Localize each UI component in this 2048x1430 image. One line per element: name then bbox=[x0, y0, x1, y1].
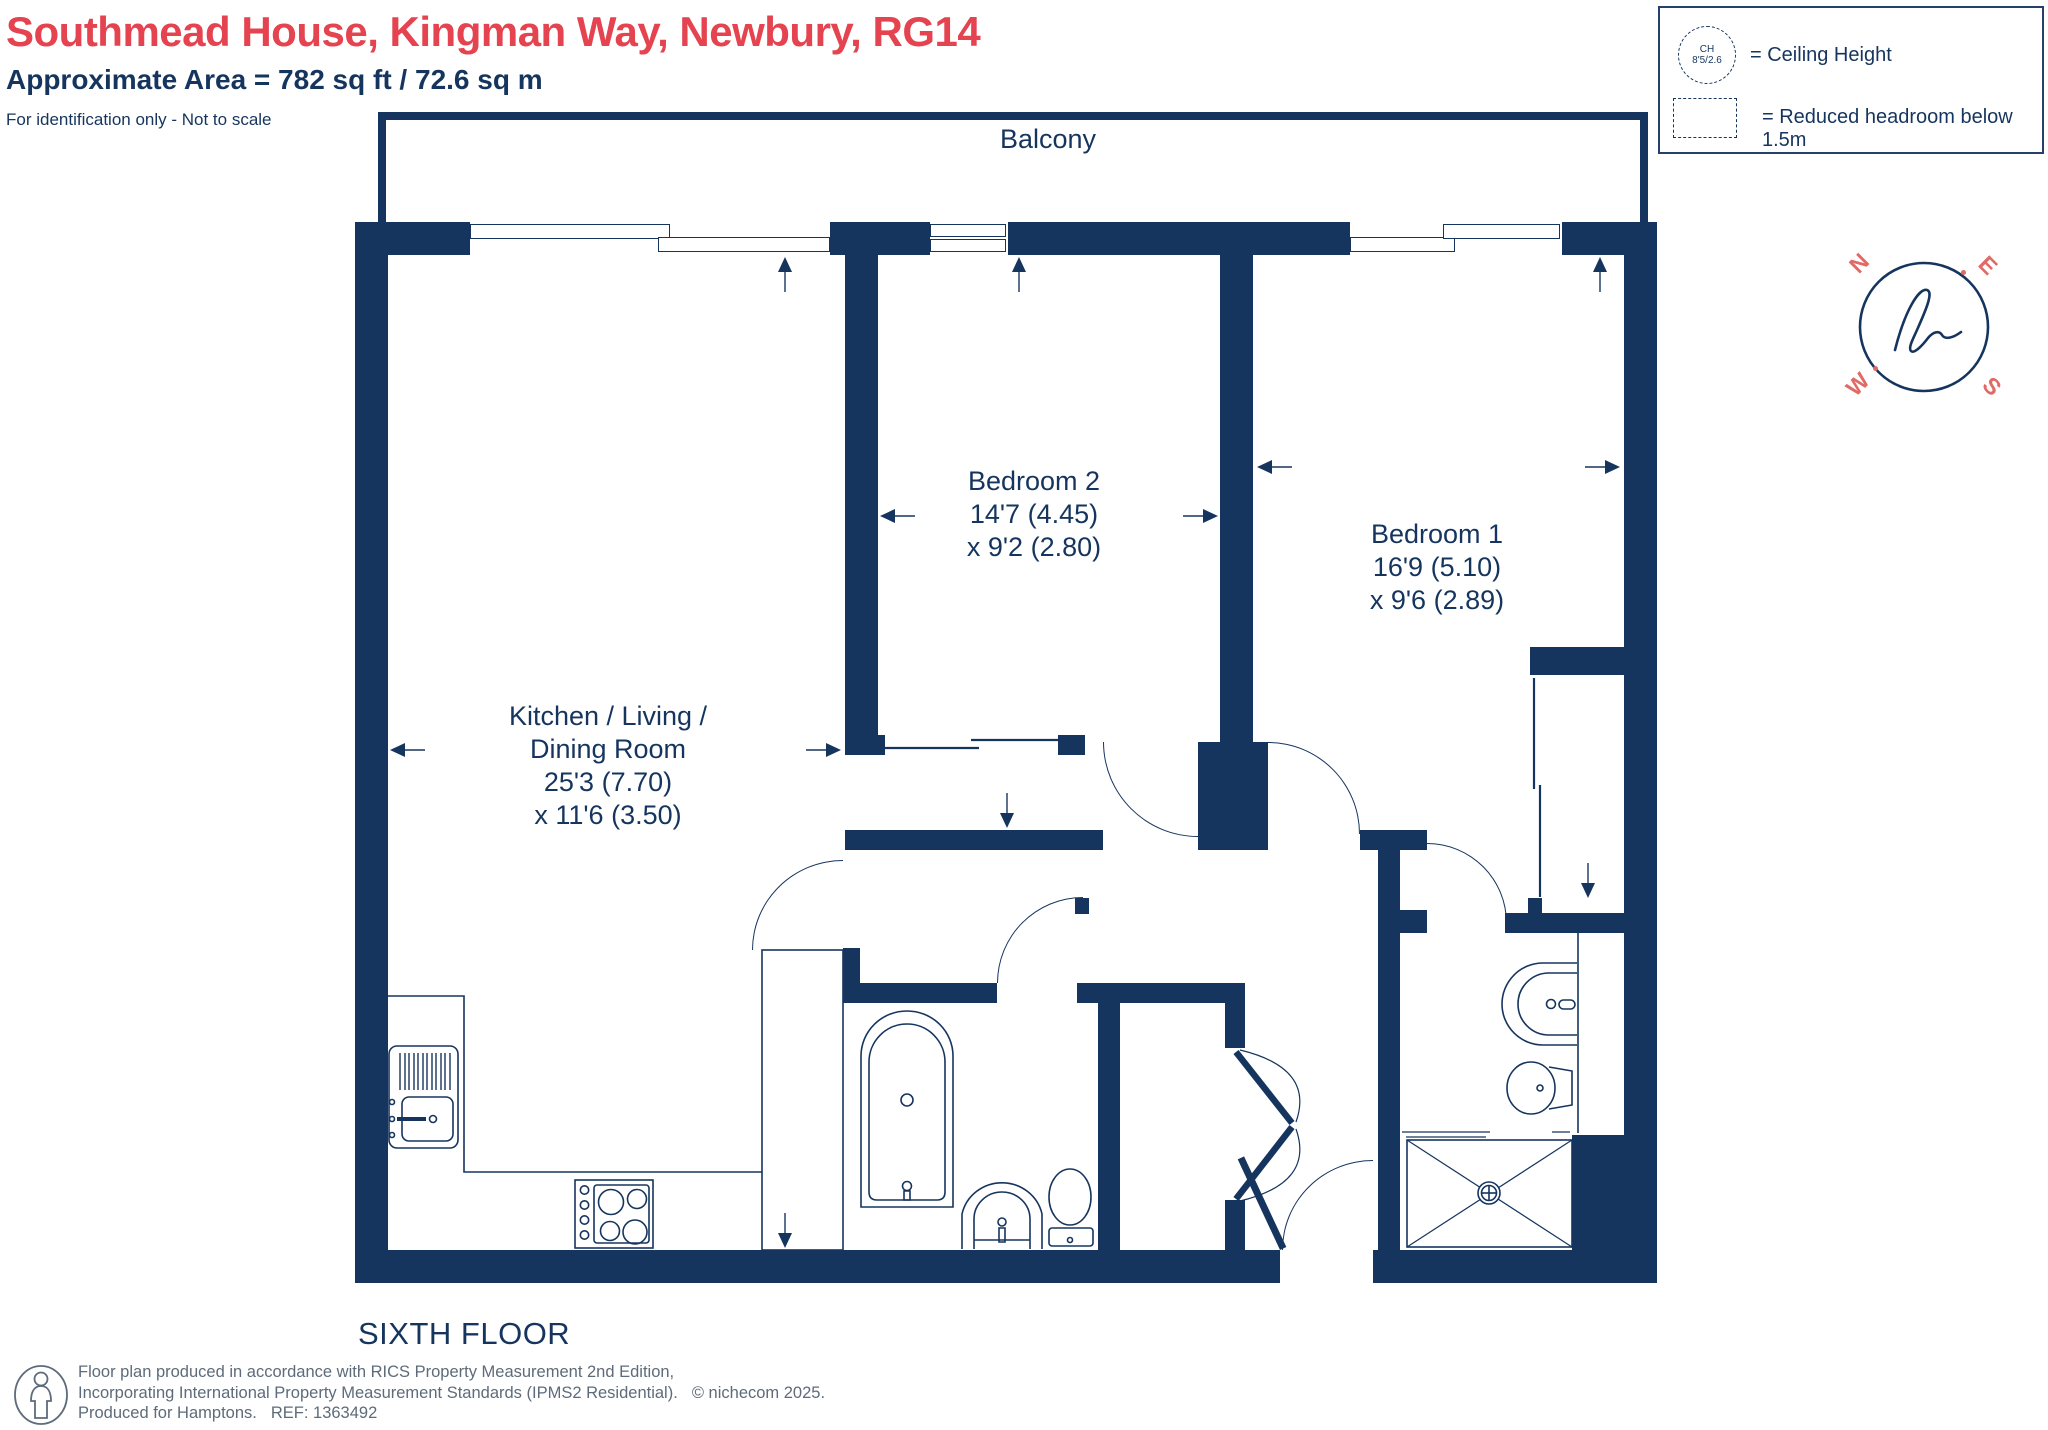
compass-dot bbox=[1961, 270, 1966, 275]
wall-segment bbox=[1225, 1200, 1245, 1250]
copyright-text: © nichecom 2025. bbox=[691, 1383, 826, 1402]
window bbox=[930, 239, 1006, 252]
wall-segment bbox=[1225, 1003, 1245, 1048]
wall-segment bbox=[1360, 830, 1427, 850]
ceiling-height-label: = Ceiling Height bbox=[1750, 44, 1892, 66]
bifold-doors-icon bbox=[1233, 1049, 1301, 1202]
floor-label: SIXTH FLOOR bbox=[358, 1316, 571, 1351]
wall-segment bbox=[843, 983, 997, 1003]
wall-segment bbox=[1098, 1003, 1120, 1250]
reduced-headroom-icon bbox=[1673, 98, 1737, 138]
wall-segment bbox=[1220, 255, 1253, 742]
wall-segment bbox=[845, 830, 1103, 850]
wall-segment bbox=[1378, 933, 1400, 1250]
compass-dot bbox=[1873, 366, 1878, 371]
wall-segment bbox=[1400, 910, 1427, 933]
hamptons-logo bbox=[1893, 288, 1963, 353]
window bbox=[658, 237, 830, 252]
kitchen-counter-outline bbox=[388, 949, 844, 1251]
wall-segment bbox=[1077, 983, 1120, 1003]
wall-segment bbox=[1572, 1135, 1624, 1250]
wall-opening bbox=[1280, 1250, 1373, 1283]
ensuite-sink-icon bbox=[1501, 962, 1577, 1046]
footer-line2-text: Incorporating International Property Mea… bbox=[78, 1383, 678, 1402]
legend-box: CH 8'5/2.6 = Ceiling Height = Reduced he… bbox=[1658, 6, 2044, 154]
wall-segment bbox=[1528, 898, 1542, 913]
balcony-label: Balcony bbox=[999, 124, 1097, 154]
reduced-headroom-label: = Reduced headroom below 1.5m bbox=[1762, 106, 2013, 151]
wall-segment bbox=[845, 255, 878, 742]
ceiling-height-symbol-line1: CH bbox=[1699, 44, 1715, 55]
compass-circle bbox=[1858, 261, 1990, 393]
window bbox=[1443, 224, 1560, 239]
ensuite-toilet-icon bbox=[1506, 1061, 1573, 1115]
footer-line1: Floor plan produced in accordance with R… bbox=[78, 1363, 675, 1381]
ceiling-height-icon: CH 8'5/2.6 bbox=[1678, 26, 1736, 84]
wall-segment bbox=[355, 222, 388, 1283]
window bbox=[1350, 237, 1455, 252]
wall-segment bbox=[1505, 913, 1624, 933]
wall-segment bbox=[843, 948, 860, 985]
wardrobe-sliding-doors bbox=[884, 738, 1060, 750]
kitchen-sink-icon bbox=[388, 1045, 459, 1149]
page-title: Southmead House, Kingman Way, Newbury, R… bbox=[6, 8, 981, 55]
wardrobe-sliding-doors bbox=[1532, 678, 1542, 897]
footer-line3: Produced for Hamptons. REF: 1363492 bbox=[78, 1403, 825, 1424]
approximate-area: Approximate Area = 782 sq ft / 72.6 sq m bbox=[6, 64, 543, 95]
bathroom-sink-icon bbox=[961, 1182, 1043, 1249]
produced-for-text: Produced for Hamptons. bbox=[78, 1404, 257, 1422]
bathroom-toilet-icon bbox=[1048, 1168, 1094, 1247]
shower-icon bbox=[1402, 1131, 1573, 1248]
wall-segment bbox=[1120, 983, 1245, 1003]
disclaimer-text: For identification only - Not to scale bbox=[6, 110, 272, 129]
wall-segment bbox=[1198, 742, 1268, 850]
person-icon bbox=[14, 1365, 68, 1425]
wall-segment bbox=[1530, 647, 1624, 675]
balcony-outline bbox=[378, 112, 1648, 222]
window bbox=[470, 224, 670, 239]
reference-number: REF: 1363492 bbox=[270, 1404, 378, 1422]
hob-icon bbox=[574, 1179, 654, 1249]
wall-segment bbox=[845, 735, 885, 755]
footer-line2: Incorporating International Property Mea… bbox=[78, 1383, 825, 1404]
wall-segment bbox=[355, 1250, 1657, 1283]
wall-segment bbox=[1058, 735, 1085, 755]
ceiling-height-symbol-line2: 8'5/2.6 bbox=[1692, 55, 1722, 66]
wall-segment bbox=[1378, 850, 1400, 933]
compass-rose: N E W S bbox=[1841, 248, 2007, 406]
wall-segment bbox=[1624, 222, 1657, 1283]
window bbox=[930, 224, 1006, 237]
bath-icon bbox=[860, 1010, 954, 1208]
